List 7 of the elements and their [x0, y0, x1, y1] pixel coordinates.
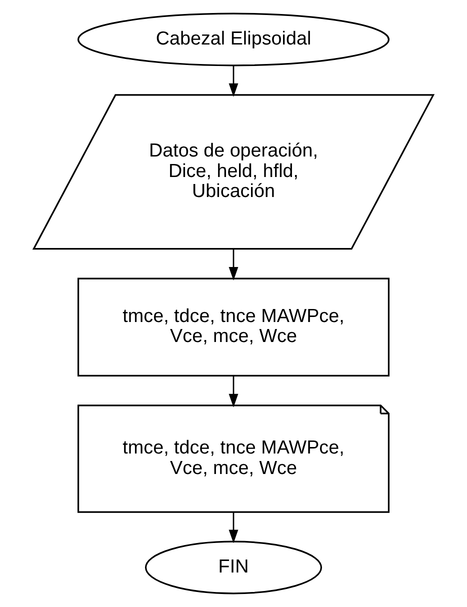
arrow — [228, 249, 238, 280]
node-ellipse: Cabezal Elipsoidal — [77, 12, 390, 66]
arrow — [228, 376, 238, 408]
node-box: tmce, tdce, tnce MAWPce, Vce, mce, Wce — [77, 278, 390, 377]
node-ellipse: FIN — [144, 540, 322, 594]
arrow — [228, 512, 238, 544]
arrow — [228, 66, 238, 97]
